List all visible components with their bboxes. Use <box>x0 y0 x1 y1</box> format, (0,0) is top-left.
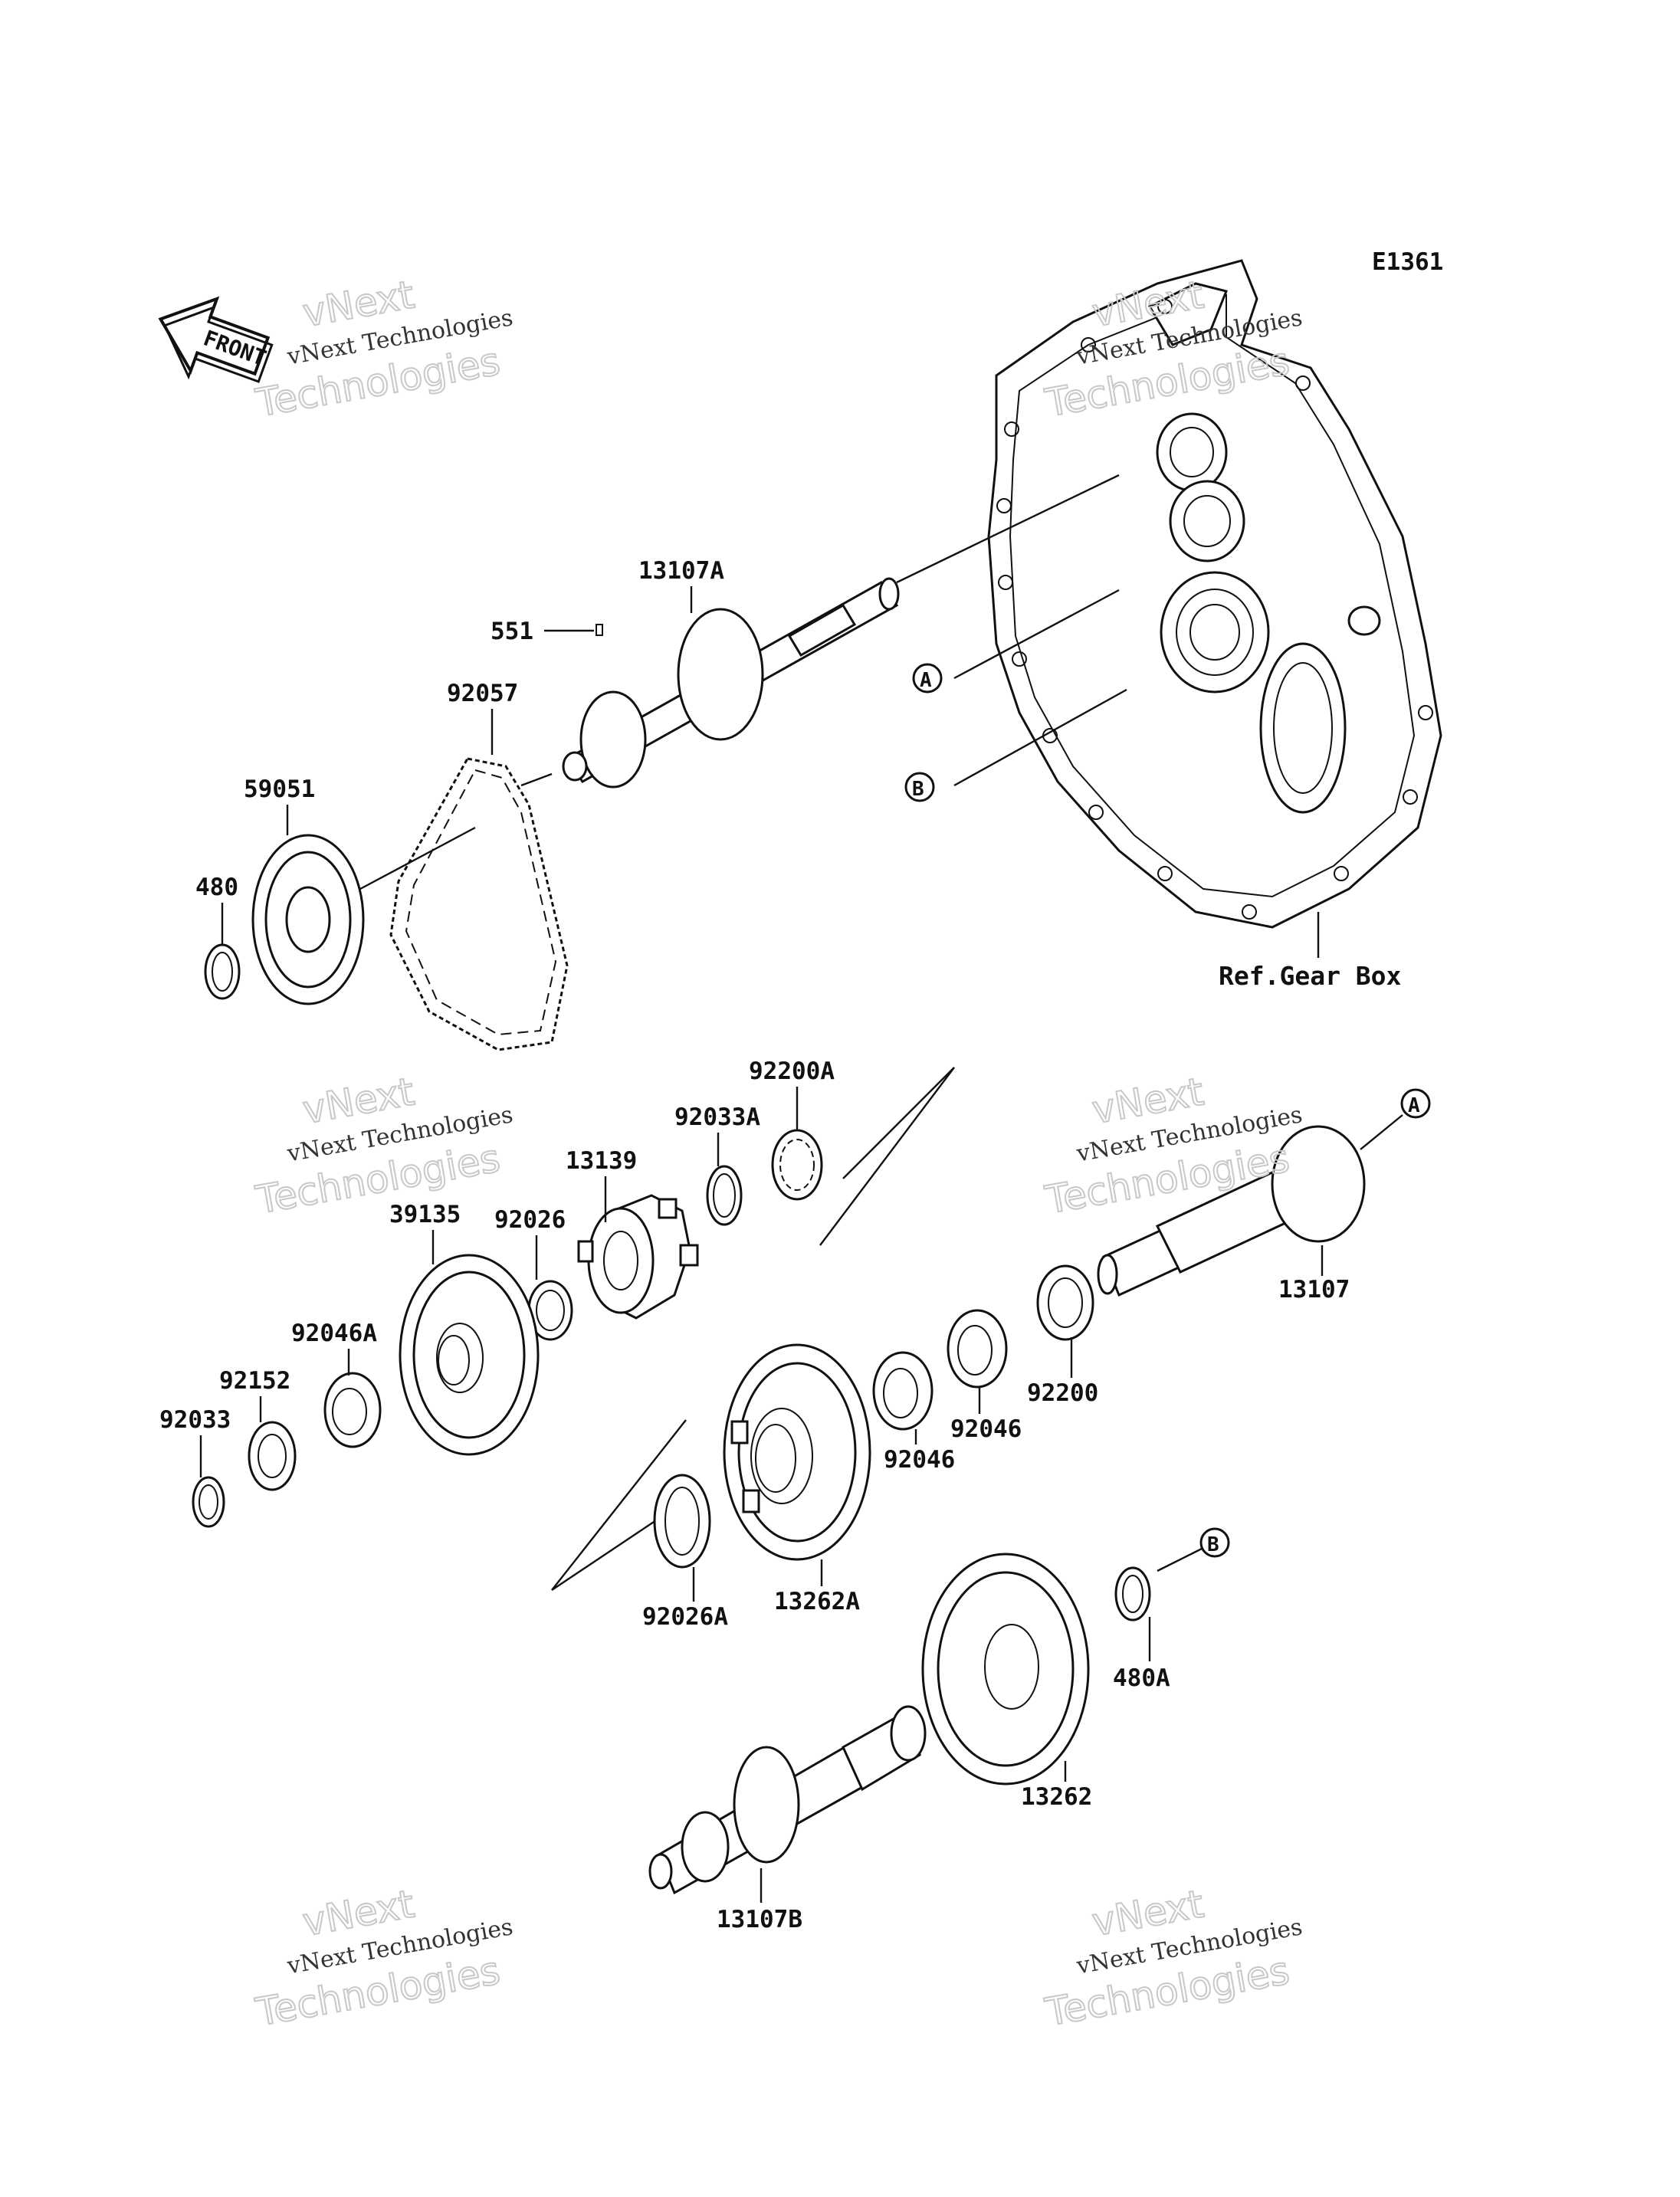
diagram-code: E1361 <box>1372 248 1443 276</box>
washer-92200 <box>1036 1264 1094 1341</box>
label-13107A: 13107A <box>638 557 724 585</box>
label-480: 480 <box>195 874 238 901</box>
callout-a-lower: A <box>1400 1088 1431 1119</box>
washer-92200A <box>771 1129 823 1201</box>
watermark-top-left: vNext vNext Technologies Technologies <box>251 271 515 426</box>
gear-13262 <box>921 1553 1090 1785</box>
svg-text:B: B <box>1207 1533 1219 1556</box>
svg-text:A: A <box>920 669 932 692</box>
dog-clutch-13139 <box>577 1194 699 1320</box>
label-13139: 13139 <box>566 1147 637 1175</box>
sprocket-59051 <box>251 834 365 1005</box>
needle-bearing-92046-upper <box>947 1309 1008 1389</box>
watermark-middle-left: vNext vNext Technologies Technologies <box>251 1068 515 1223</box>
label-480A: 480A <box>1113 1664 1170 1692</box>
label-59051: 59051 <box>244 776 315 803</box>
gear-39135 <box>399 1254 540 1456</box>
label-13262: 13262 <box>1021 1783 1092 1811</box>
shaft-13107 <box>1097 1125 1366 1297</box>
label-92033A: 92033A <box>674 1103 760 1131</box>
label-92200: 92200 <box>1027 1379 1098 1407</box>
callout-a-upper: A <box>912 663 943 694</box>
chain-92057 <box>389 757 569 1051</box>
svg-text:B: B <box>912 778 924 801</box>
label-92200A: 92200A <box>749 1058 835 1085</box>
callout-b-upper: B <box>904 772 935 802</box>
key-551 <box>596 624 603 636</box>
label-13107: 13107 <box>1278 1276 1350 1303</box>
label-92026A: 92026A <box>642 1603 728 1631</box>
label-551: 551 <box>491 618 533 645</box>
circlip-480A <box>1114 1566 1151 1622</box>
gear-13262A <box>723 1343 871 1561</box>
label-39135: 39135 <box>389 1201 461 1228</box>
washer-92152 <box>248 1421 297 1491</box>
watermark-bottom-right: vNext vNext Technologies Technologies <box>1041 1881 1304 2035</box>
shaft-13107B <box>648 1705 927 1895</box>
circlip-92033A <box>706 1165 743 1226</box>
needle-bearing-92046A <box>323 1372 382 1448</box>
shaft-13107A <box>562 577 900 789</box>
label-92152: 92152 <box>219 1367 290 1395</box>
callout-b-lower: B <box>1199 1527 1230 1558</box>
watermark-bottom-left: vNext vNext Technologies Technologies <box>251 1881 515 2035</box>
washer-92026A <box>653 1474 711 1569</box>
label-92046A: 92046A <box>291 1320 377 1347</box>
label-92026: 92026 <box>494 1206 566 1234</box>
reference-label: Ref.Gear Box <box>1219 961 1401 991</box>
gear-box-housing <box>987 259 1442 958</box>
needle-bearing-92046-lower <box>872 1351 934 1431</box>
label-92033: 92033 <box>159 1406 231 1434</box>
label-92046-lower: 92046 <box>884 1446 955 1474</box>
label-13107B: 13107B <box>717 1906 802 1933</box>
circlip-92033 <box>192 1476 225 1528</box>
label-92046-upper: 92046 <box>950 1415 1022 1443</box>
label-13262A: 13262A <box>774 1588 860 1615</box>
front-arrow-icon: FRONT <box>158 296 274 383</box>
svg-text:A: A <box>1408 1094 1420 1117</box>
label-92057: 92057 <box>447 680 518 707</box>
